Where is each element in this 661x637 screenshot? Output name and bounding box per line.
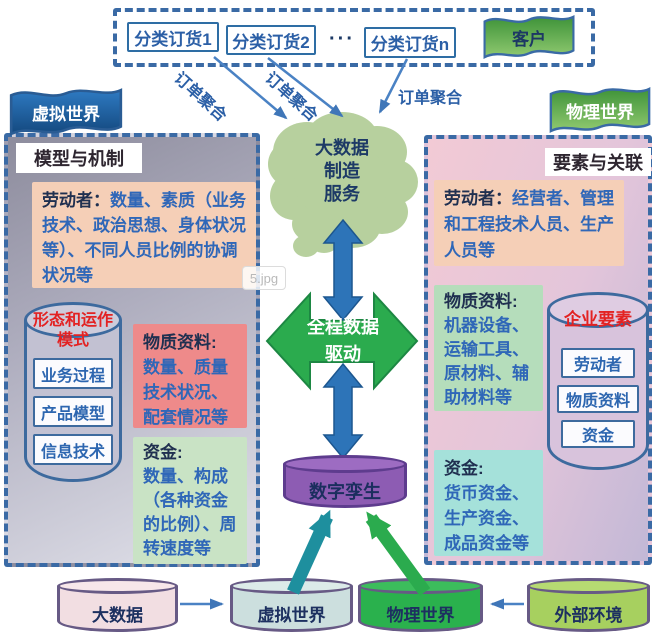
mode-item-product-model: 产品模型	[33, 396, 113, 427]
right-material-head: 物质资料:	[444, 292, 518, 311]
cloud-line-1: 大数据	[315, 138, 369, 158]
order-box-2: 分类订货2	[226, 25, 316, 55]
full-data-drive-arrow	[265, 291, 419, 391]
right-material-box: 物质资料: 机器设备、运输工具、原材料、辅助材料等	[434, 285, 543, 411]
cloud-drive-double-arrow	[322, 218, 364, 322]
order-arrow-2	[267, 57, 344, 118]
left-fund-box: 资金: 数量、构成（各种资金的比例）、周转速度等	[133, 437, 247, 564]
customer-flag-label: 客户	[512, 29, 546, 49]
enterprise-cylinder: 企业要素 劳动者 物质资料 资金	[547, 292, 649, 470]
right-labor-body: 经营者、管理和工程技术人员、生产人员等	[444, 189, 614, 260]
order-box-n: 分类订货n	[364, 27, 456, 58]
physical-world-cylinder-label: 物理世界	[386, 605, 455, 625]
physical-world-panel: 要素与关联 劳动者：经营者、管理和工程技术人员、生产人员等 物质资料: 机器设备、…	[424, 135, 652, 565]
mode-cylinder-title: 形态和运作模式	[32, 312, 113, 349]
order-arrow-1	[213, 56, 288, 120]
right-material-body: 机器设备、运输工具、原材料、辅助材料等	[444, 316, 529, 407]
environment-cylinder-top	[527, 578, 650, 594]
left-labor-head: 劳动者：	[42, 191, 110, 210]
bigdata-cylinder-top	[57, 578, 178, 594]
virtual-world-flag: 虚拟世界	[8, 86, 124, 138]
element-item-labor: 劳动者	[561, 348, 635, 378]
environment-cylinder: 外部环境	[527, 578, 650, 632]
left-fund-head: 资金:	[143, 443, 183, 462]
environment-cylinder-label: 外部环境	[554, 605, 623, 625]
right-fund-body: 货币资金、生产资金、成品资金等	[444, 484, 529, 553]
element-item-material: 物质资料	[557, 385, 639, 413]
virtual-world-flag-label: 虚拟世界	[32, 104, 100, 124]
mode-cylinder: 形态和运作模式 业务过程 产品模型 信息技术	[24, 302, 122, 482]
mode-item-info-tech: 信息技术	[33, 434, 113, 465]
right-labor-head: 劳动者：	[444, 189, 512, 208]
digital-twin-label: 数字孪生	[309, 481, 381, 502]
physical-world-flag: 物理世界	[548, 85, 652, 135]
drive-arrow-label: 全程数据 驱动	[302, 314, 384, 368]
left-fund-body: 数量、构成（各种资金的比例）、周转速度等	[143, 467, 237, 558]
physical-to-twin-arrow	[365, 511, 431, 596]
left-panel-title: 模型与机制	[16, 143, 142, 173]
customer-flag-shape	[483, 14, 575, 60]
left-material-head: 物质资料:	[143, 333, 217, 352]
right-panel-title: 要素与关联	[545, 148, 651, 176]
orders-ellipsis: ···	[329, 27, 355, 50]
virtual-world-cylinder-label: 虚拟世界	[257, 605, 326, 625]
big-data-cloud	[268, 112, 418, 257]
customer-flag: 客户	[482, 13, 576, 61]
drive-line-2: 驱动	[325, 344, 361, 364]
order-box-1: 分类订货1	[127, 22, 219, 52]
virtual-world-flag-shape	[9, 88, 123, 136]
order-box-2-label: 分类订货2	[232, 32, 310, 52]
physical-world-flag-shape	[549, 87, 651, 133]
order-box-n-label: 分类订货n	[370, 35, 450, 54]
right-fund-head: 资金:	[444, 459, 484, 478]
mode-item-business-process: 业务过程	[33, 358, 113, 389]
order-box-1-label: 分类订货1	[134, 29, 212, 49]
physical-world-flag-label: 物理世界	[566, 102, 634, 122]
left-material-body: 数量、质量技术状况、配套情况等	[143, 358, 228, 427]
watermark: 5.jpg	[242, 266, 286, 290]
cloud-line-2: 制造	[324, 161, 360, 181]
digital-twin-cylinder: 数字孪生	[283, 455, 407, 508]
virtual-world-panel: 模型与机制 劳动者：数量、素质（业务技术、政治思想、身体状况等）、不同人员比例的…	[4, 133, 260, 567]
enterprise-cylinder-top	[547, 292, 649, 328]
left-material-box: 物质资料: 数量、质量技术状况、配套情况等	[133, 324, 247, 428]
virtual-to-twin-arrow	[287, 509, 333, 595]
cloud-label: 大数据 制造 服务	[300, 137, 384, 206]
left-labor-body: 数量、素质（业务技术、政治思想、身体状况等）、不同人员比例的协调状况等	[42, 191, 246, 285]
order-arrow-n	[378, 58, 409, 114]
left-labor-box: 劳动者：数量、素质（业务技术、政治思想、身体状况等）、不同人员比例的协调状况等	[32, 182, 256, 288]
bigdata-cylinder-label: 大数据	[92, 605, 143, 625]
mode-cylinder-top	[24, 302, 122, 338]
cloud-line-3: 服务	[324, 184, 360, 204]
bigdata-cylinder: 大数据	[57, 578, 178, 632]
drive-line-1: 全程数据	[307, 317, 379, 337]
aggregation-label-3: 订单聚合	[397, 90, 462, 107]
digital-twin-cylinder-top	[283, 455, 407, 473]
right-labor-box: 劳动者：经营者、管理和工程技术人员、生产人员等	[434, 180, 624, 266]
right-fund-box: 资金: 货币资金、生产资金、成品资金等	[434, 450, 543, 556]
enterprise-cylinder-title: 企业要素	[564, 310, 632, 329]
element-item-fund: 资金	[561, 420, 635, 448]
